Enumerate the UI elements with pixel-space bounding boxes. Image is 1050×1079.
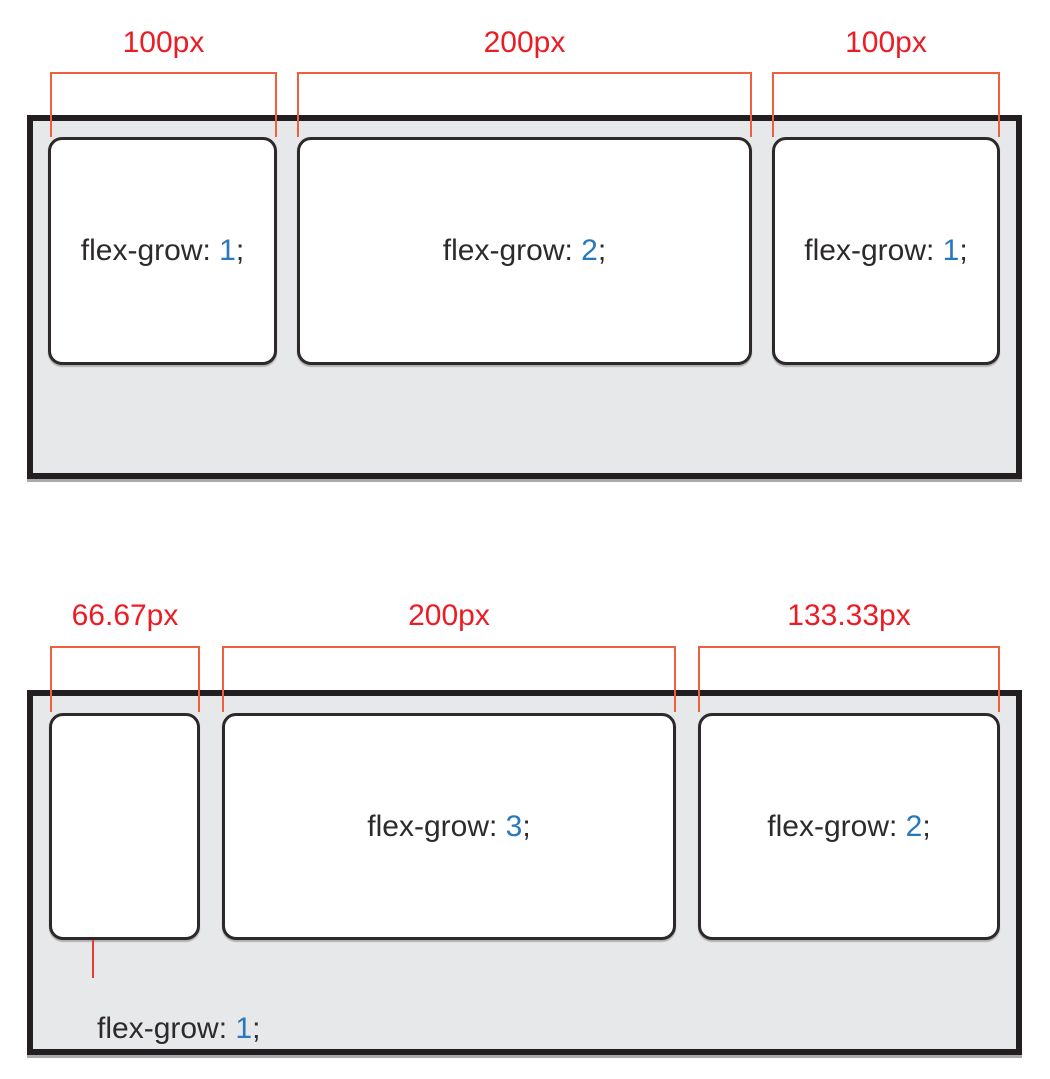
flex-grow-value: 1: [219, 234, 236, 267]
width-measurement-label: 200px: [483, 26, 566, 59]
measurement-bracket: [50, 72, 277, 137]
flex-grow-property: flex-grow:: [80, 234, 220, 267]
flex-item-box: flex-grow: 1;: [48, 137, 277, 365]
flex-container: flex-grow: 3; flex-grow: 2; flex-grow: 1…: [27, 690, 1022, 1055]
width-measurement-label: 100px: [122, 26, 205, 59]
flex-grow-property: flex-grow:: [367, 809, 506, 843]
flex-grow-semicolon: ;: [922, 809, 931, 843]
width-measurement-label: 66.67px: [71, 599, 179, 632]
measurement-bracket: [297, 72, 752, 137]
flex-item-box: flex-grow: 2;: [297, 137, 752, 365]
flex-grow-value: 2: [581, 234, 598, 267]
flex-grow-property: flex-grow:: [442, 234, 582, 267]
flex-grow-property: flex-grow:: [804, 234, 943, 267]
flex-grow-semicolon: ;: [235, 234, 245, 267]
flex-grow-value: 2: [905, 809, 923, 843]
measurement-bracket: [50, 646, 200, 712]
width-measurement-label: 133.33px: [787, 599, 911, 632]
flex-grow-property: flex-grow:: [97, 1012, 236, 1045]
measurement-bracket: [772, 72, 1000, 137]
measurement-bracket: [222, 646, 676, 712]
measurement-bracket: [698, 646, 1000, 712]
callout-line: [92, 940, 94, 978]
flex-container: flex-grow: 1; flex-grow: 2; flex-grow: 1…: [27, 115, 1022, 479]
flex-grow-semicolon: ;: [959, 234, 968, 267]
flex-grow-value: 1: [235, 1012, 253, 1045]
width-measurement-label: 100px: [845, 26, 927, 59]
flex-grow-value: 1: [942, 234, 960, 267]
flex-grow-semicolon: ;: [252, 1012, 261, 1045]
flex-grow-value: 3: [505, 809, 523, 843]
flex-item-box: flex-grow: 3;: [222, 713, 676, 940]
flex-grow-semicolon: ;: [597, 234, 607, 267]
flex-grow-caption: flex-grow: 1;: [47, 978, 260, 1079]
width-measurement-label: 200px: [408, 599, 490, 632]
flex-grow-property: flex-grow:: [767, 809, 906, 843]
flex-item-box: flex-grow: 2;: [698, 713, 1000, 940]
flex-item-box: [49, 713, 200, 940]
flex-item-box: flex-grow: 1;: [772, 137, 1000, 365]
flex-grow-semicolon: ;: [522, 809, 531, 843]
